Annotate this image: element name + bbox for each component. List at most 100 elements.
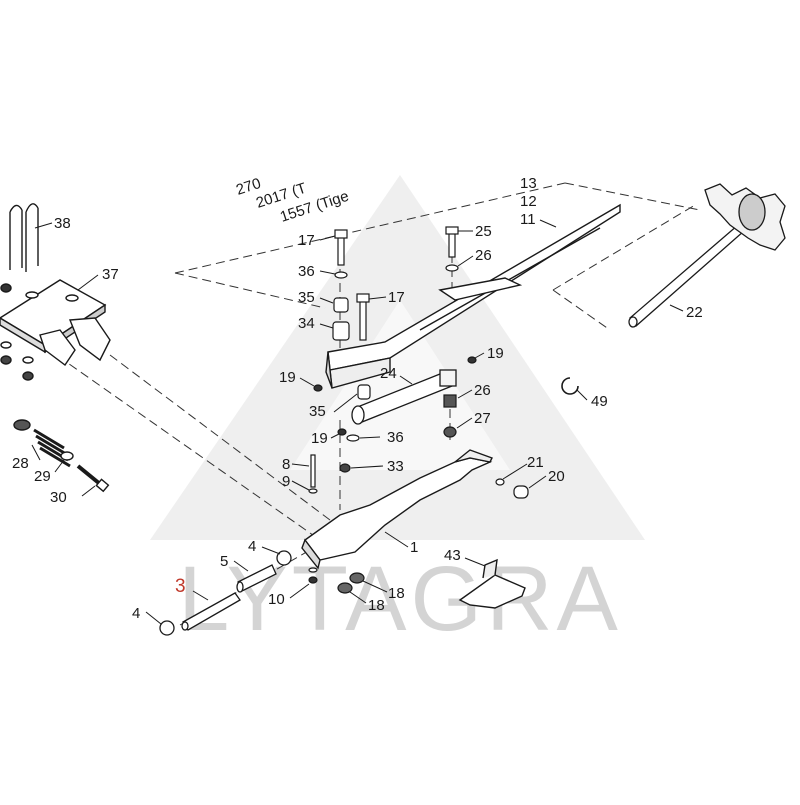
reference-notes: 270 2017 (T 1557 (Tige <box>234 175 351 226</box>
pin-5-end <box>236 581 244 593</box>
callout-c34: 34 <box>298 315 315 332</box>
callout-c20: 20 <box>548 468 565 485</box>
clip-49 <box>561 377 579 395</box>
callout-c17b: 17 <box>388 289 405 306</box>
washer <box>0 341 12 349</box>
frame-arm-end <box>325 351 333 389</box>
grease-19b <box>337 428 347 436</box>
guide-line <box>34 339 321 541</box>
cylinder <box>351 369 457 425</box>
leader <box>319 235 336 241</box>
leader <box>669 304 684 312</box>
callout-c10: 10 <box>268 591 285 608</box>
u-bolt <box>9 204 23 270</box>
bolt-17b-head <box>356 293 370 303</box>
guide-line <box>564 182 701 211</box>
cap-20 <box>513 485 529 499</box>
leader <box>319 270 336 275</box>
watermark: LYTAGRA <box>150 175 645 650</box>
callout-c36b: 36 <box>387 429 404 446</box>
callout-c38: 38 <box>54 215 71 232</box>
callout-c28: 28 <box>12 455 29 472</box>
callout-c4b: 4 <box>132 605 140 622</box>
callout-c4a: 4 <box>248 538 256 555</box>
grease-19c <box>467 356 477 364</box>
leader <box>457 389 473 399</box>
shaft-end <box>628 316 638 328</box>
grease-19 <box>313 384 323 392</box>
nut-18b <box>337 582 353 594</box>
washer-36b <box>346 434 360 442</box>
bolt-25-head <box>445 226 459 235</box>
callout-c21: 21 <box>527 454 544 471</box>
leader <box>31 444 41 461</box>
leader <box>539 219 557 228</box>
u-bolt <box>25 203 39 272</box>
callout-c19c: 19 <box>487 345 504 362</box>
leader <box>456 417 473 429</box>
cylinder-end <box>351 405 365 425</box>
callout-c3: 3 <box>175 576 186 597</box>
callout-c19a: 19 <box>279 369 296 386</box>
hardware <box>308 226 579 594</box>
callout-c9: 9 <box>282 473 290 490</box>
arm-body <box>304 457 493 561</box>
leader <box>299 377 315 387</box>
mount-bracket <box>39 329 76 367</box>
frame-plate <box>438 277 523 301</box>
callout-c26b: 26 <box>474 382 491 399</box>
callout-labels: 3837282930173635341725261312112219191924… <box>12 175 703 622</box>
bolt-17-head <box>334 229 348 239</box>
callout-c17a: 17 <box>298 232 315 249</box>
spring <box>33 428 71 468</box>
mounting-plate-assembly <box>0 203 111 493</box>
watermark-triangle-inner <box>290 300 510 470</box>
frame-weld <box>419 227 601 331</box>
plate-hole <box>65 294 79 302</box>
leader <box>261 546 281 555</box>
bolt-8 <box>310 454 316 488</box>
washer-10 <box>308 567 318 573</box>
leader <box>384 531 409 548</box>
callout-c19b: 19 <box>311 430 328 447</box>
ring-21 <box>495 478 505 486</box>
leader <box>362 580 388 593</box>
nut <box>22 371 34 381</box>
leader <box>368 296 387 300</box>
callout-c36a: 36 <box>298 263 315 280</box>
washer-9 <box>308 488 318 494</box>
leader <box>233 560 249 572</box>
leader <box>464 557 486 567</box>
callout-c12: 12 <box>520 193 537 210</box>
callout-c5: 5 <box>220 553 228 570</box>
note-line-1: 270 <box>234 175 263 199</box>
frame-tube <box>325 203 621 389</box>
leader <box>576 389 588 401</box>
leader <box>349 591 367 604</box>
leader <box>291 480 310 491</box>
pin-assembly <box>159 550 292 636</box>
leader <box>399 375 413 385</box>
leader <box>192 590 209 601</box>
guide-line <box>552 204 696 291</box>
arm-part-1 <box>301 449 493 570</box>
nut-10 <box>308 576 318 584</box>
washer-36 <box>334 271 348 279</box>
bolt-shank <box>76 464 102 486</box>
bushing-4b <box>159 620 175 636</box>
leader <box>359 436 381 439</box>
callout-c35a: 35 <box>298 289 315 306</box>
callout-c49: 49 <box>591 393 608 410</box>
leader <box>77 274 99 291</box>
leader <box>502 463 528 480</box>
callout-c33: 33 <box>387 458 404 475</box>
bolt-17-shank <box>337 234 345 266</box>
callout-c1: 1 <box>410 539 418 556</box>
bolt-25-shank <box>448 231 456 258</box>
callout-c22: 22 <box>686 304 703 321</box>
disc-hub <box>738 193 766 231</box>
guide-line <box>174 182 566 274</box>
nut-27 <box>443 426 457 438</box>
leader <box>291 463 310 467</box>
